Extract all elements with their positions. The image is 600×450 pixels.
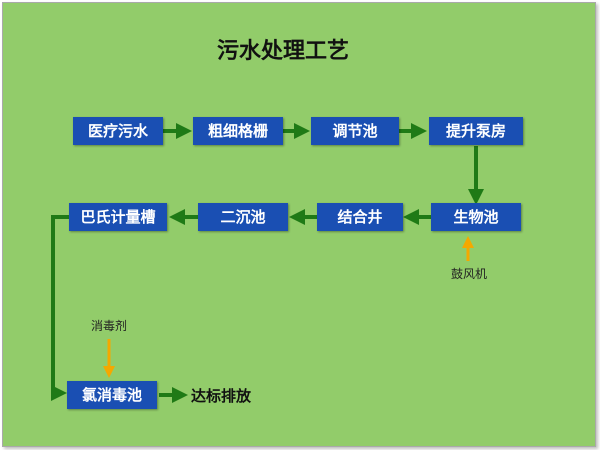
node-secondary-clarifier: 二沉池: [198, 203, 288, 231]
diagram-canvas: 污水处理工艺 医疗污水 粗细格栅 调节池 提升泵房 生物池 结合井 二沉池 巴氏…: [2, 2, 596, 447]
label-blower: 鼓风机: [451, 267, 488, 281]
node-lift-pump-room: 提升泵房: [429, 117, 523, 145]
node-equalization-tank: 调节池: [311, 117, 399, 145]
label-discharge: 达标排放: [191, 387, 252, 405]
arrow-flume-to-chlorine: [51, 215, 69, 401]
node-bio-tank: 生物池: [431, 203, 521, 231]
node-chlorine-tank: 氯消毒池: [67, 381, 157, 409]
page-title: 污水处理工艺: [216, 39, 349, 64]
node-junction-well: 结合井: [317, 203, 403, 231]
node-sewage: 医疗污水: [73, 117, 163, 145]
label-disinfectant: 消毒剂: [91, 319, 128, 333]
flow-arrows-layer: [51, 123, 484, 403]
node-coarse-screen: 粗细格栅: [193, 117, 283, 145]
node-parshall-flume: 巴氏计量槽: [69, 203, 167, 231]
